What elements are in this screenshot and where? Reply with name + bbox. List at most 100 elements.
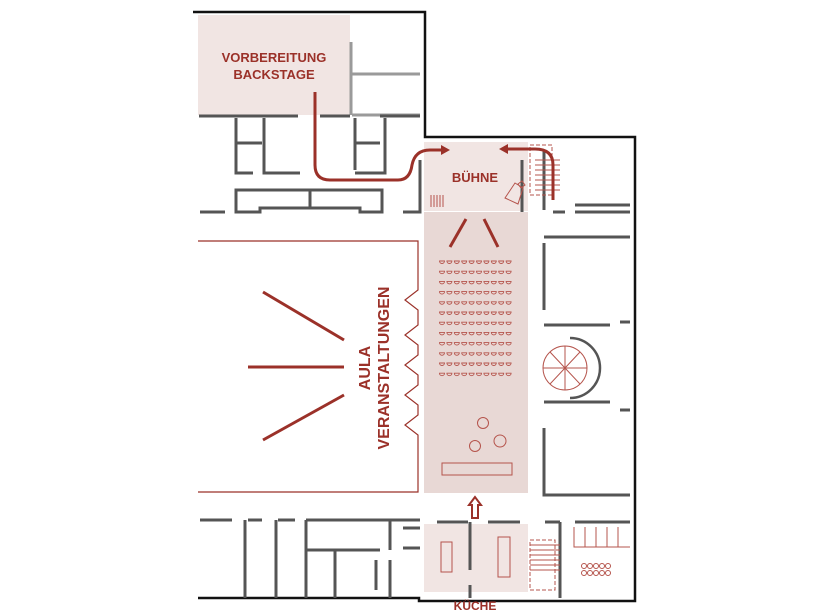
seat (498, 270, 505, 275)
seating-rows (439, 260, 512, 377)
seat (490, 321, 497, 326)
seat (461, 342, 468, 346)
seat (476, 372, 482, 377)
seat (453, 321, 460, 326)
seat (490, 301, 497, 305)
seat (461, 270, 468, 275)
seat (483, 311, 490, 315)
seat (461, 311, 468, 315)
seat (453, 291, 460, 295)
seat (498, 362, 505, 366)
seat (453, 270, 460, 275)
seat (498, 321, 505, 326)
seat (476, 331, 482, 336)
tables (430, 180, 526, 578)
seat (498, 291, 505, 295)
aula-outline (198, 240, 419, 493)
seat (505, 280, 512, 285)
seat (505, 331, 512, 336)
seat (505, 342, 512, 346)
seat (446, 372, 453, 377)
seat (439, 280, 445, 285)
seat (505, 291, 512, 295)
seat (483, 280, 490, 285)
seat (505, 321, 512, 326)
seat (490, 331, 497, 336)
seat (498, 331, 505, 336)
seat (461, 301, 468, 305)
interior-walls (199, 42, 630, 598)
seat (468, 270, 475, 275)
seat (446, 280, 453, 285)
seat (468, 372, 475, 377)
seat (490, 311, 497, 315)
seat (446, 362, 453, 366)
seat (483, 372, 490, 377)
seat (468, 342, 475, 346)
outer-wall (193, 10, 637, 603)
seat (505, 270, 512, 275)
seat (468, 260, 475, 264)
staircase-icon (529, 144, 560, 591)
seat (446, 321, 453, 326)
backstage-zone[interactable] (198, 15, 350, 115)
seat (483, 331, 490, 336)
seat (461, 362, 468, 366)
seat (505, 301, 512, 305)
sightline-marks (248, 218, 500, 442)
seat (498, 342, 505, 346)
seat (476, 311, 482, 315)
kitchen-label: KÜCHE (454, 598, 497, 613)
seat (453, 331, 460, 336)
seat (446, 260, 453, 264)
seat (439, 260, 445, 264)
seat (446, 352, 453, 356)
seat (476, 280, 482, 285)
seat (453, 342, 460, 346)
seat (468, 301, 475, 305)
seat (505, 260, 512, 264)
seat (505, 311, 512, 315)
seat (446, 291, 453, 295)
seat (468, 362, 475, 366)
seat (461, 321, 468, 326)
seat (439, 352, 445, 356)
seat (453, 311, 460, 315)
seat (483, 301, 490, 305)
seat (439, 362, 445, 366)
seat (439, 291, 445, 295)
seat (505, 362, 512, 366)
arrow-up-icon (467, 495, 483, 519)
seat (476, 342, 482, 346)
seat (446, 331, 453, 336)
aula-label: AULA (357, 345, 374, 390)
seat (476, 270, 482, 275)
spiral-staircase-icon (542, 336, 602, 400)
seat (468, 331, 475, 336)
seat (490, 260, 497, 264)
seat (453, 280, 460, 285)
seat (476, 301, 482, 305)
seat (483, 321, 490, 326)
seat (461, 291, 468, 295)
seat (439, 270, 445, 275)
seat (476, 291, 482, 295)
seat (490, 280, 497, 285)
seat (453, 372, 460, 377)
seat (468, 352, 475, 356)
seat (468, 311, 475, 315)
seat (490, 372, 497, 377)
seat (505, 372, 512, 377)
seat (498, 311, 505, 315)
backstage-label-2: BACKSTAGE (233, 67, 315, 82)
seat (461, 352, 468, 356)
seat (453, 260, 460, 264)
seat (476, 321, 482, 326)
seat (446, 270, 453, 275)
seat (498, 280, 505, 285)
seat (439, 331, 445, 336)
seat (483, 342, 490, 346)
seat (490, 362, 497, 366)
kitchen-zone[interactable] (424, 524, 528, 592)
seat (461, 260, 468, 264)
